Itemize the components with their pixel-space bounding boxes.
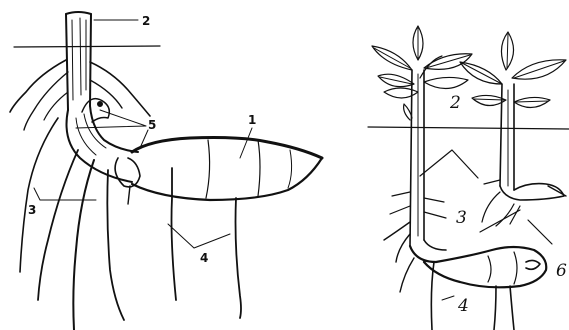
leaves-left-plant — [372, 26, 472, 98]
label-roots-left: 3 — [28, 203, 36, 217]
right-drawing: 2 3 4 6 — [368, 26, 569, 330]
left-drawing: 2 1 5 3 4 — [10, 12, 322, 330]
roots-right-panel — [384, 180, 520, 330]
label-tuber: 1 — [248, 113, 256, 127]
leaves-right-plant — [460, 32, 566, 108]
tuber — [115, 138, 322, 205]
label-stem: 2 — [142, 14, 150, 28]
label-buds: 5 — [148, 118, 156, 132]
upper-roots — [10, 60, 150, 130]
soil-line-left — [14, 46, 160, 47]
label-shoot: 2 — [449, 93, 461, 113]
soil-line-right — [368, 127, 569, 129]
roots-left — [20, 118, 124, 330]
stem-left-plant — [404, 70, 424, 246]
label-tuber-right: 6 — [556, 261, 567, 281]
stem-right-plant — [500, 84, 514, 190]
leader-lines-right — [420, 150, 552, 300]
label-roots-lower: 4 — [457, 296, 469, 316]
label-roots: 3 — [456, 208, 467, 228]
stem — [66, 12, 91, 110]
label-roots-right: 4 — [200, 251, 208, 265]
